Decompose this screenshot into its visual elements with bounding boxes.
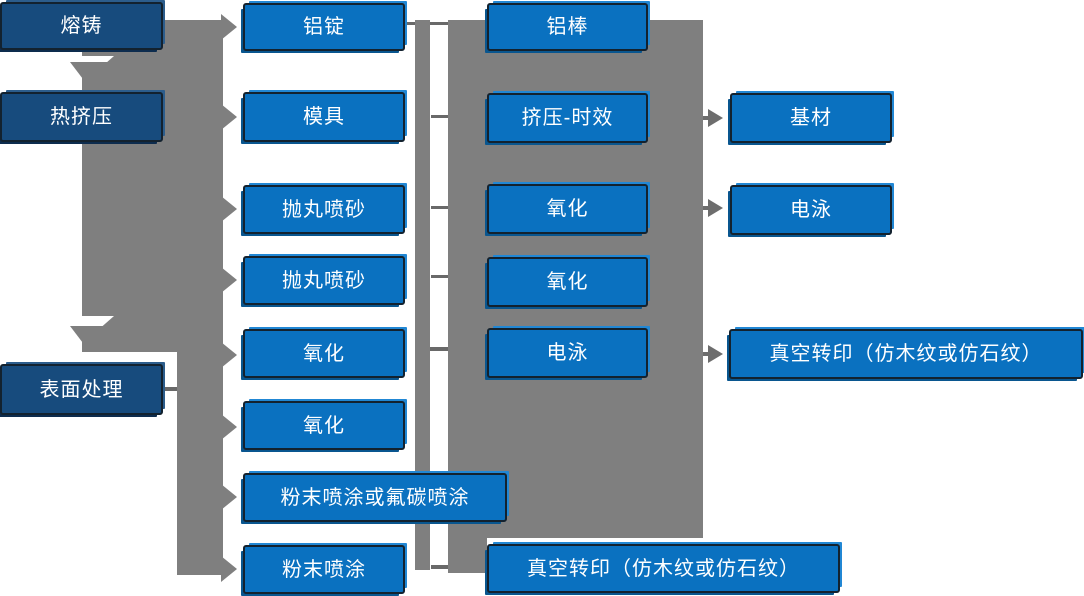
arrow-to-powder-coating-icon xyxy=(221,556,237,582)
arrow-stem-electrophoresis xyxy=(703,206,711,210)
node-oxidation-c3-2: 氧化 xyxy=(487,257,648,307)
arrow-to-oxidation-c2-1-icon xyxy=(221,342,237,368)
node-oxidation-c2-2: 氧化 xyxy=(243,401,405,450)
connector-rail-to-panel-row2 xyxy=(431,115,448,118)
node-oxidation-c3-1: 氧化 xyxy=(487,184,648,234)
node-mold: 模具 xyxy=(243,92,405,142)
arrow-to-oxidation-c2-2-icon xyxy=(221,414,237,440)
node-hot-extrusion: 热挤压 xyxy=(0,92,163,142)
node-vacuum-transfer-c3: 真空转印（仿木纹或仿石纹） xyxy=(487,544,840,593)
surface-trunk-band xyxy=(177,338,223,575)
connector-rail-to-panel-row5 xyxy=(416,347,448,351)
down-arrow-to-hot-extrusion-icon xyxy=(70,62,108,87)
connector-rail-to-panel-row4 xyxy=(431,275,448,278)
arrow-to-shot-blasting-2-icon xyxy=(221,267,237,293)
node-aluminum-ingot: 铝锭 xyxy=(243,3,405,51)
arrow-stem-vacuum-transfer xyxy=(703,352,711,356)
node-extrusion-aging: 挤压-时效 xyxy=(487,93,648,143)
node-powder-coating: 粉末喷涂 xyxy=(243,545,405,594)
arrow-stem-base-material xyxy=(703,116,711,120)
node-base-material: 基材 xyxy=(730,93,892,143)
node-shot-blasting-2: 抛丸喷砂 xyxy=(243,256,405,305)
node-aluminum-rod: 铝棒 xyxy=(487,3,648,51)
node-melting: 熔铸 xyxy=(0,2,163,50)
node-electrophoresis-c3: 电泳 xyxy=(487,328,648,378)
arrow-to-vacuum-transfer-c4-icon xyxy=(708,345,723,363)
arrow-to-shot-blasting-1-icon xyxy=(221,196,237,222)
arrow-to-powder-fluorocarbon-icon xyxy=(221,484,237,510)
down-arrow-to-surface-treatment-icon xyxy=(70,326,108,351)
connector-rail-to-panel-row3 xyxy=(431,206,448,209)
node-electrophoresis-c4: 电泳 xyxy=(730,185,892,235)
node-oxidation-c2-1: 氧化 xyxy=(243,329,405,378)
node-shot-blasting-1: 抛丸喷砂 xyxy=(243,185,405,234)
arrow-to-aluminum-ingot-icon xyxy=(221,14,237,40)
arrow-to-mold-icon xyxy=(221,104,237,130)
connector-surface-to-trunk xyxy=(163,387,177,391)
arrow-to-electrophoresis-c4-icon xyxy=(708,199,723,217)
arrow-to-base-material-icon xyxy=(708,109,723,127)
node-vacuum-transfer-c4: 真空转印（仿木纹或仿石纹） xyxy=(729,329,1083,379)
node-powder-or-fluorocarbon: 粉末喷涂或氟碳喷涂 xyxy=(243,473,507,522)
connector-rail-to-descender xyxy=(431,565,448,569)
node-surface-treatment: 表面处理 xyxy=(0,364,163,415)
col3-rail-strip xyxy=(415,20,430,570)
col3-panel-descender xyxy=(448,538,487,573)
